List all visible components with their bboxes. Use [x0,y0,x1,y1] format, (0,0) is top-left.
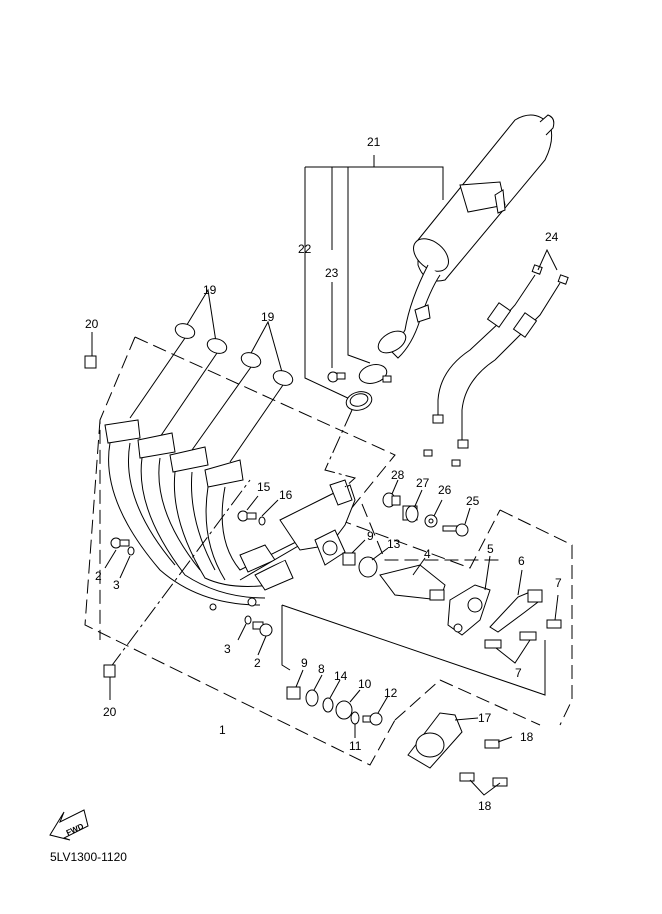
callout-20: 20 [85,317,99,331]
valve-cover-17 [407,712,479,769]
callout-1: 1 [219,723,226,737]
group-outline-exhaust-pipe [84,336,396,766]
callout-21: 21 [367,135,381,149]
bolt-2-upper [104,537,130,569]
group-outline-valve-assembly [394,509,573,726]
callout-8: 8 [318,662,325,676]
callout-19: 19 [203,283,217,297]
callout-17: 17 [478,711,492,725]
callout-22: 22 [298,242,312,256]
valve-pulley-5 [447,555,491,636]
callout-3: 3 [224,642,231,656]
callout-18: 18 [478,799,492,813]
callout-14: 14 [334,669,348,683]
parts-9-13-4-upper [342,539,446,601]
bolts-18 [459,736,513,796]
callout-25: 25 [466,494,480,508]
callout-2: 2 [95,569,102,583]
callout-26: 26 [438,483,452,497]
callout-12: 12 [384,686,398,700]
callout-13: 13 [387,537,401,551]
leaders-dashdot [109,409,357,669]
callout-labels: 1 2 2 3 3 4 5 6 7 7 8 9 9 10 11 12 13 14… [85,135,562,813]
callout-15: 15 [257,480,271,494]
callout-10: 10 [358,677,372,691]
fwd-arrow-icon: FWD [49,809,89,841]
bolts-7 [484,594,562,664]
exhaust-pipe-assembly [104,419,356,611]
washer-3-upper [119,546,135,579]
callout-5: 5 [487,542,494,556]
callout-11: 11 [349,739,362,753]
callout-19: 19 [261,310,275,324]
bolt-20-bottom [103,664,116,700]
callout-7: 7 [515,666,522,680]
callout-3: 3 [113,578,120,592]
gaskets-19 [129,288,294,463]
callout-2: 2 [254,656,261,670]
callout-7: 7 [555,576,562,590]
callout-23: 23 [325,266,339,280]
callout-24: 24 [545,230,559,244]
washer-3-lower [237,615,252,641]
callout-28: 28 [391,468,405,482]
bolt-20-top [84,332,97,369]
bolt-2-lower [252,621,273,656]
muffler [377,114,555,359]
callout-27: 27 [416,476,430,490]
throttle-cables [423,248,569,467]
callout-20: 20 [103,705,117,719]
callout-18: 18 [520,730,534,744]
diagram-code: 5LV1300-1120 [50,850,127,864]
washer-16 [258,499,279,526]
group-outline-lower [281,604,546,696]
parts-lower [286,669,389,738]
lever-6 [489,569,543,633]
bolt-23 [327,371,346,383]
bolt-15 [237,495,259,522]
parts-25-28 [382,479,471,537]
muffler-clamp [358,364,392,384]
callout-9: 9 [367,529,374,543]
callout-9: 9 [301,656,308,670]
muffler-gasket [345,391,373,411]
leader-group-21 [304,155,444,401]
callout-4: 4 [424,547,431,561]
callout-16: 16 [279,488,293,502]
callout-6: 6 [518,554,525,568]
